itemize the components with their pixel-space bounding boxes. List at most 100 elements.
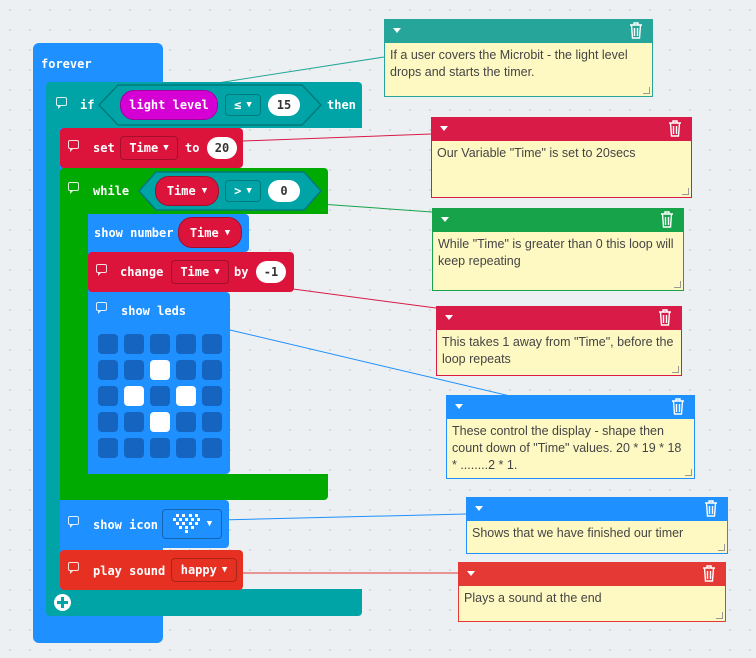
comment-box-show-leds[interactable]: These control the display - shape then c… <box>446 395 695 479</box>
trash-icon[interactable] <box>702 565 716 582</box>
comment-box-play-sound[interactable]: Plays a sound at the end <box>458 562 726 622</box>
play-sound-label: play sound <box>93 564 166 578</box>
led-cell-off[interactable] <box>98 412 118 432</box>
led-cell-on[interactable] <box>124 386 144 406</box>
comment-box-while[interactable]: While "Time" is greater than 0 this loop… <box>432 208 684 291</box>
light-threshold-input[interactable]: 15 <box>268 94 300 116</box>
resize-handle[interactable] <box>685 469 692 476</box>
resize-handle[interactable] <box>718 544 725 551</box>
comment-icon[interactable] <box>96 302 107 314</box>
collapse-icon[interactable] <box>393 28 401 33</box>
led-cell-off[interactable] <box>124 412 144 432</box>
trash-icon[interactable] <box>629 22 643 39</box>
led-cell-off[interactable] <box>202 360 222 380</box>
comment-icon[interactable] <box>68 182 79 194</box>
collapse-icon[interactable] <box>445 315 453 320</box>
comment-box-if[interactable]: If a user covers the Microbit - the ligh… <box>384 19 653 97</box>
collapse-icon[interactable] <box>441 217 449 222</box>
collapse-icon[interactable] <box>475 506 483 511</box>
led-grid <box>98 334 226 462</box>
trash-icon[interactable] <box>704 500 718 517</box>
led-cell-off[interactable] <box>176 438 196 458</box>
sound-dropdown[interactable]: happy▼ <box>171 558 237 582</box>
chevron-down-icon: ▼ <box>246 100 252 110</box>
led-cell-off[interactable] <box>150 334 170 354</box>
comment-box-set[interactable]: Our Variable "Time" is set to 20secs <box>431 117 692 198</box>
time-variable-reporter[interactable]: Time▼ <box>178 217 242 248</box>
set-variable-block[interactable]: set Time▼ to 20 <box>60 128 243 168</box>
comment-icon[interactable] <box>68 140 79 152</box>
resize-handle[interactable] <box>643 87 650 94</box>
led-cell-on[interactable] <box>176 386 196 406</box>
led-cell-off[interactable] <box>176 412 196 432</box>
heart-icon <box>172 514 200 533</box>
chevron-down-icon: ▼ <box>214 267 220 277</box>
variable-dropdown[interactable]: Time▼ <box>120 136 178 160</box>
comment-icon[interactable] <box>68 516 79 528</box>
show-icon-label: show icon <box>93 518 159 532</box>
if-body <box>46 128 60 602</box>
led-cell-off[interactable] <box>98 334 118 354</box>
show-number-block[interactable]: show number Time▼ <box>88 214 249 252</box>
resize-handle[interactable] <box>674 281 681 288</box>
change-label: change <box>120 265 164 279</box>
comment-box-show-icon[interactable]: Shows that we have finished our timer <box>466 497 728 554</box>
set-value-input[interactable]: 20 <box>207 137 237 159</box>
if-footer <box>46 589 362 616</box>
trash-icon[interactable] <box>658 309 672 326</box>
change-value-input[interactable]: -1 <box>256 261 286 283</box>
led-cell-off[interactable] <box>150 438 170 458</box>
led-cell-off[interactable] <box>150 386 170 406</box>
comment-text: Shows that we have finished our timer <box>466 521 728 554</box>
while-label: while <box>93 184 130 198</box>
collapse-icon[interactable] <box>440 126 448 131</box>
led-cell-on[interactable] <box>150 360 170 380</box>
led-cell-on[interactable] <box>150 412 170 432</box>
variable-dropdown[interactable]: Time ▼ <box>171 260 229 284</box>
light-level-reporter[interactable]: light level <box>120 90 218 120</box>
collapse-icon[interactable] <box>467 571 475 576</box>
led-cell-off[interactable] <box>202 386 222 406</box>
led-cell-off[interactable] <box>202 412 222 432</box>
led-cell-off[interactable] <box>124 360 144 380</box>
comment-icon[interactable] <box>96 264 107 276</box>
resize-handle[interactable] <box>682 188 689 195</box>
led-cell-off[interactable] <box>202 438 222 458</box>
comment-text: Plays a sound at the end <box>458 586 726 622</box>
led-cell-off[interactable] <box>202 334 222 354</box>
comment-box-change[interactable]: This takes 1 away from "Time", before th… <box>436 306 682 376</box>
variable-name: Time <box>189 225 219 240</box>
led-cell-off[interactable] <box>176 360 196 380</box>
led-cell-off[interactable] <box>98 438 118 458</box>
comment-icon[interactable] <box>56 97 67 109</box>
led-cell-off[interactable] <box>98 360 118 380</box>
resize-handle[interactable] <box>716 612 723 619</box>
led-cell-off[interactable] <box>176 334 196 354</box>
collapse-icon[interactable] <box>455 404 463 409</box>
trash-icon[interactable] <box>671 398 685 415</box>
trash-icon[interactable] <box>668 120 682 137</box>
operator-dropdown[interactable]: ≤▼ <box>225 94 261 116</box>
icon-dropdown[interactable]: ▼ <box>162 509 222 539</box>
comment-text: While "Time" is greater than 0 this loop… <box>432 232 684 291</box>
resize-handle[interactable] <box>672 366 679 373</box>
chevron-down-icon: ▼ <box>201 186 208 196</box>
if-label: if <box>80 98 95 112</box>
led-cell-off[interactable] <box>124 334 144 354</box>
show-leds-block[interactable]: show leds <box>88 292 230 474</box>
show-icon-block[interactable]: show icon ▼ <box>60 500 229 548</box>
comment-icon[interactable] <box>68 562 79 574</box>
sound-name: happy <box>180 563 217 577</box>
chevron-down-icon: ▼ <box>163 143 169 153</box>
change-variable-block[interactable]: change Time▼ by -1 <box>88 252 294 292</box>
play-sound-block[interactable]: play sound happy▼ <box>60 550 243 590</box>
chevron-down-icon: ▼ <box>206 519 213 529</box>
while-value-input[interactable]: 0 <box>268 180 300 202</box>
time-variable-reporter[interactable]: Time▼ <box>155 176 219 206</box>
add-else-button[interactable] <box>54 594 71 611</box>
operator-dropdown[interactable]: >▼ <box>225 180 261 202</box>
led-cell-off[interactable] <box>98 386 118 406</box>
variable-name: Time <box>180 265 210 279</box>
trash-icon[interactable] <box>660 211 674 228</box>
led-cell-off[interactable] <box>124 438 144 458</box>
